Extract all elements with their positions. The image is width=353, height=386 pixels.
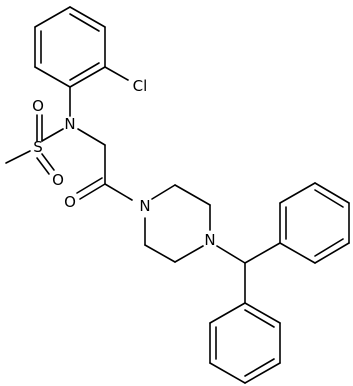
bond xyxy=(69,66,106,88)
piperazine-ring xyxy=(144,184,211,263)
bond xyxy=(314,189,344,208)
phenyl-ring-lower xyxy=(209,302,281,384)
bond xyxy=(209,362,246,384)
sulfur-atom-label: S xyxy=(33,138,43,156)
bond xyxy=(144,244,176,263)
bond xyxy=(314,242,350,264)
bond xyxy=(36,157,50,175)
bond xyxy=(34,66,71,88)
bond xyxy=(314,238,344,257)
oxygen-atom-label-carbonyl: O xyxy=(64,193,76,211)
bond xyxy=(216,245,246,264)
oxygen-atom-label-sulfonyl-lower: O xyxy=(52,171,64,189)
bond xyxy=(244,362,281,384)
bond xyxy=(76,177,103,194)
phenyl-ring-upper xyxy=(279,182,350,264)
bond xyxy=(151,184,176,200)
bond xyxy=(5,150,31,164)
bond xyxy=(174,184,211,206)
bond xyxy=(104,183,133,201)
bond xyxy=(34,6,71,28)
chlorine-atom-label: Cl xyxy=(133,77,148,95)
bond xyxy=(244,309,275,328)
bond xyxy=(79,183,106,200)
nitrogen-atom-label-sulfonamide: N xyxy=(64,115,75,133)
bond xyxy=(69,62,100,81)
bond xyxy=(174,245,204,263)
bond xyxy=(41,128,64,142)
chlorophenyl-ring xyxy=(34,6,106,88)
bond xyxy=(279,242,316,264)
oxygen-atom-label-sulfonyl-upper: O xyxy=(32,97,44,115)
nitrogen-atom-label-piperazine-4: N xyxy=(204,231,215,249)
bond xyxy=(244,242,281,264)
bond xyxy=(77,128,106,146)
bond xyxy=(314,182,350,204)
bond xyxy=(41,153,55,171)
bond xyxy=(279,182,316,204)
bond xyxy=(69,13,100,32)
bond xyxy=(69,6,106,28)
bond xyxy=(104,66,129,81)
bond xyxy=(244,358,275,377)
bond xyxy=(209,302,246,324)
nitrogen-atom-label-piperazine-1: N xyxy=(139,197,150,215)
bond xyxy=(244,302,281,324)
